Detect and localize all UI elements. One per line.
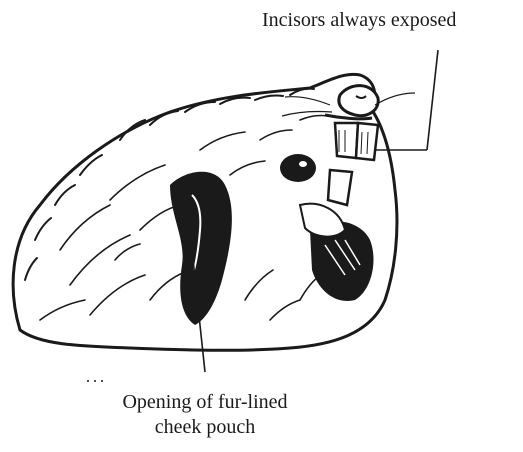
lower-incisor — [328, 170, 352, 205]
incisors-leader-line — [427, 50, 438, 150]
eye-highlight — [299, 161, 307, 167]
eye — [280, 154, 316, 182]
stray-dots — [87, 380, 103, 382]
upper-incisor-right — [356, 123, 378, 160]
nose — [339, 86, 378, 116]
cheek-pouch-label-line2: cheek pouch — [60, 415, 350, 440]
cheek-pouch-label-line1: Opening of fur-lined — [60, 390, 350, 415]
upper-incisor-left — [335, 123, 358, 158]
cheek-pouch-label: Opening of fur-lined cheek pouch — [60, 390, 350, 440]
incisors-label: Incisors always exposed — [262, 8, 456, 32]
